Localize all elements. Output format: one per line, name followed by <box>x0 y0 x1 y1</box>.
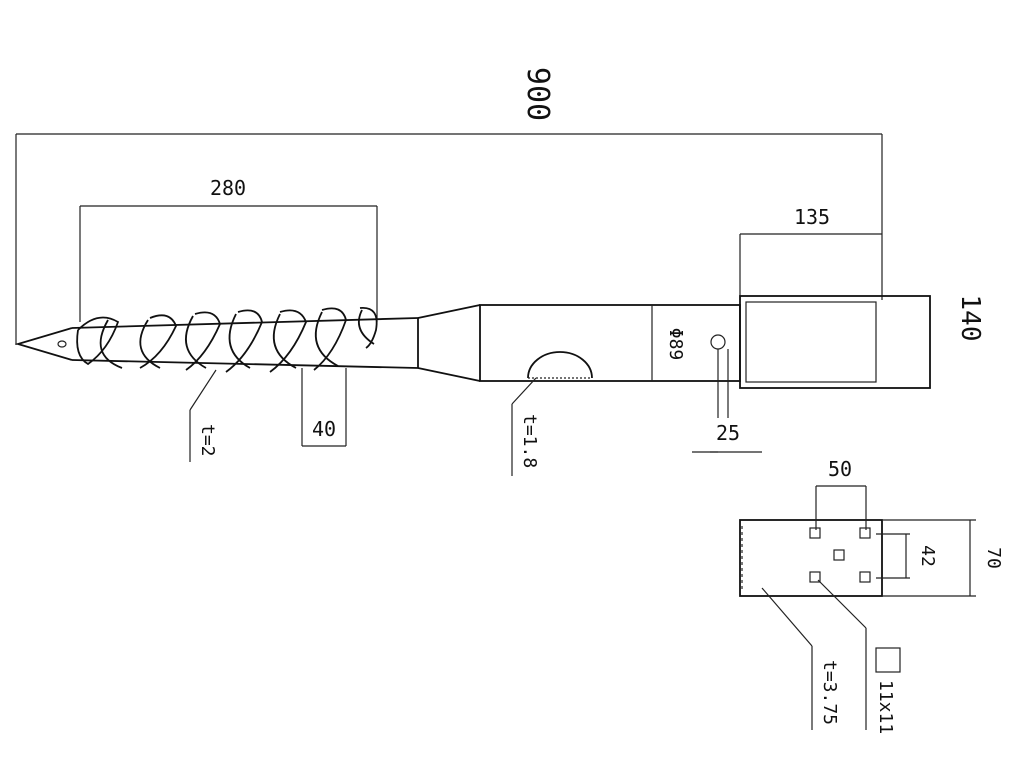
dim-42-label: 42 <box>917 545 938 567</box>
dim-50-label: 50 <box>828 457 852 481</box>
dimension-280: 280 <box>79 176 378 322</box>
dim-280-label: 280 <box>210 176 246 200</box>
hole-5 <box>859 571 871 583</box>
dim-900-label: 900 <box>520 67 555 121</box>
t375-label: t=3.75 <box>819 660 840 725</box>
t2-label: t=2 <box>197 424 218 457</box>
dimension-40: 40 <box>301 368 347 447</box>
dimension-25: 25 <box>692 349 762 453</box>
hole-1 <box>809 527 821 539</box>
hole-size-label: 11x11 <box>875 680 896 734</box>
t18-label: t=1.8 <box>519 414 540 468</box>
dim-phi89-label: Φ89 <box>665 328 686 361</box>
dimension-900: 900 <box>15 67 883 345</box>
leader-t18: t=1.8 <box>511 377 540 476</box>
dim-40-label: 40 <box>312 417 336 441</box>
dim-70-label: 70 <box>983 547 1004 569</box>
leader-t2: t=2 <box>189 369 218 462</box>
helix-flights <box>76 307 378 373</box>
dimension-135: 135 <box>739 205 882 300</box>
dim-25-label: 25 <box>716 421 740 445</box>
hole-2 <box>859 527 871 539</box>
base-plate-detail: 50 70 42 t=3.75 11x11 <box>739 457 1004 734</box>
dim-140-label: 140 <box>955 295 985 342</box>
hole-4 <box>809 571 821 583</box>
screw-body <box>14 295 931 389</box>
hole-3 <box>833 549 845 561</box>
dim-135-label: 135 <box>794 205 830 229</box>
